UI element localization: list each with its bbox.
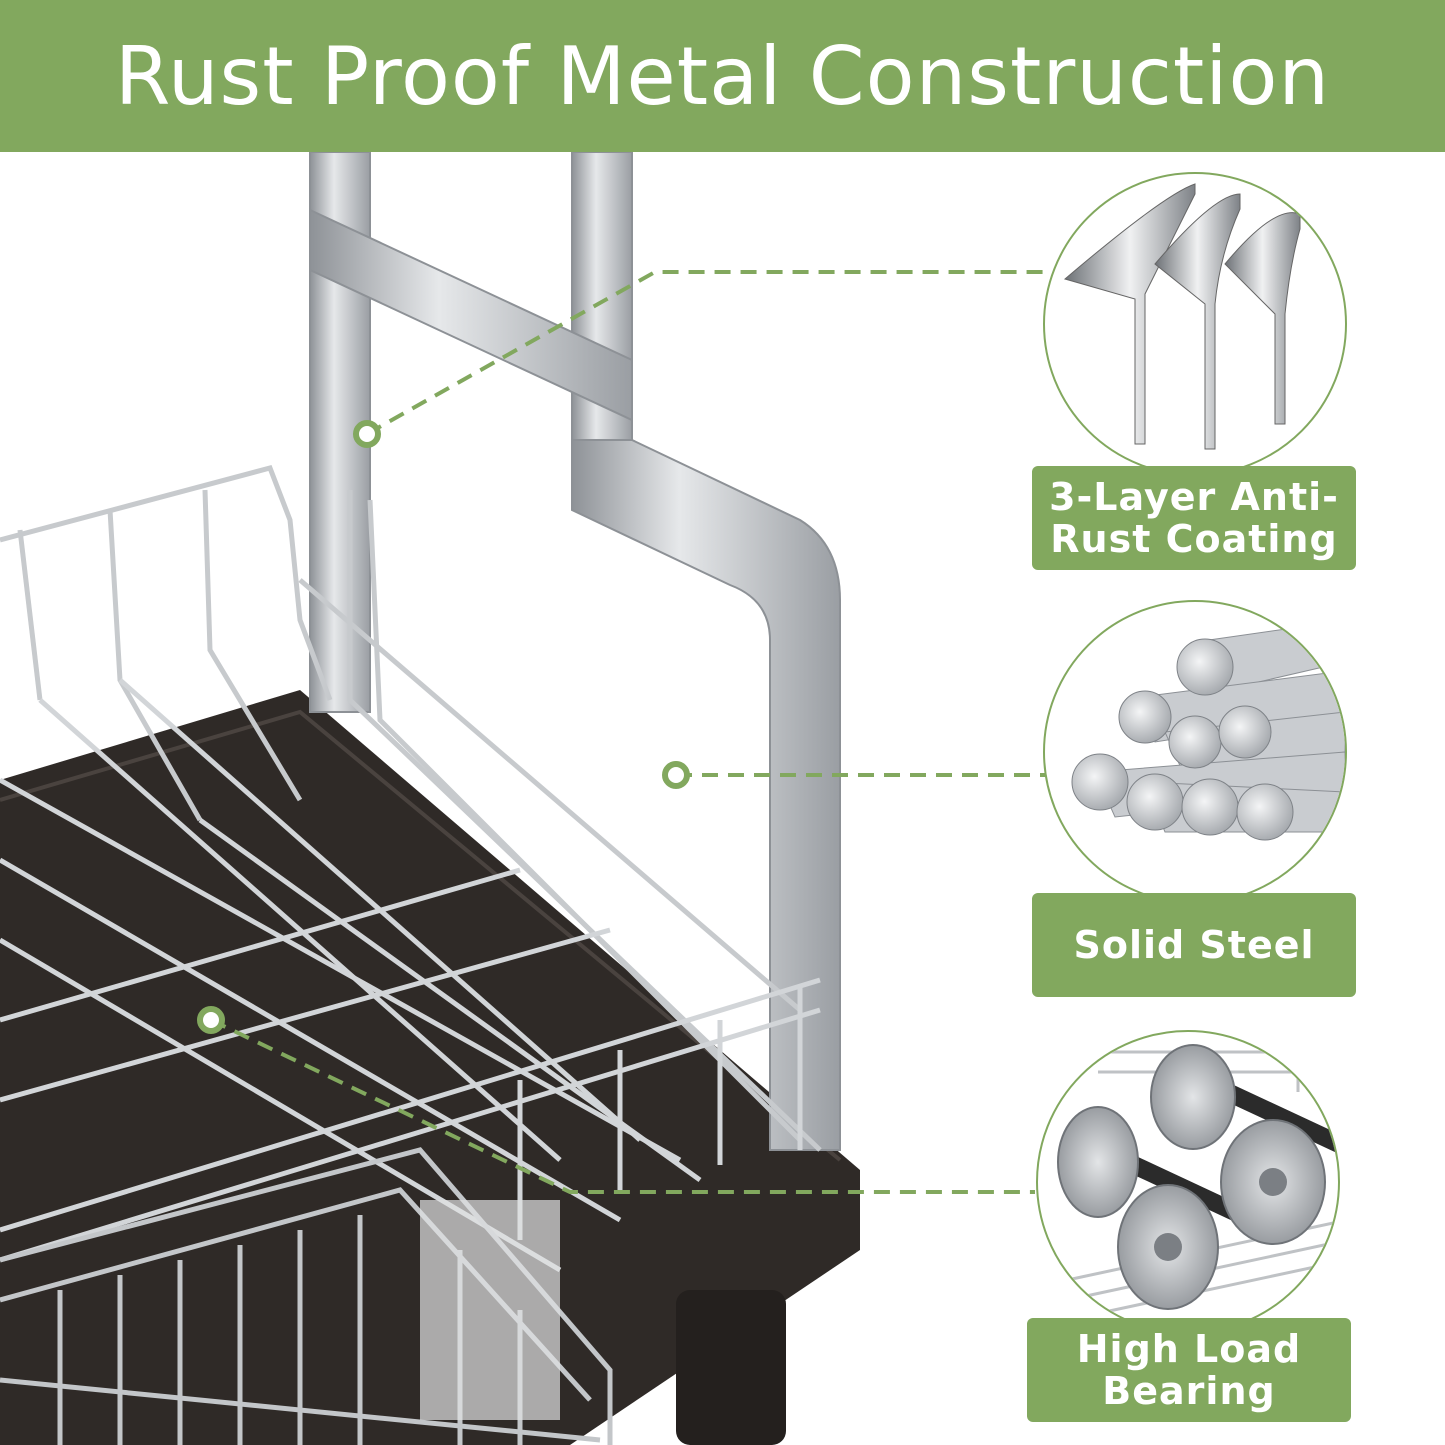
stainless-sheet-layers-image (1043, 172, 1347, 476)
steel-rods-bundle-image (1043, 600, 1347, 904)
feature-label-text: Solid Steel (1073, 923, 1315, 967)
dish-drying-rack-image (0, 152, 1045, 1445)
feature-label-load-bearing: High Load Bearing (1027, 1318, 1351, 1422)
header-banner: Rust Proof Metal Construction (0, 0, 1445, 152)
feature-label-solid-steel: Solid Steel (1032, 893, 1356, 997)
feature-label-text: 3-Layer Anti-Rust Coating (1049, 475, 1339, 561)
page-title: Rust Proof Metal Construction (114, 29, 1331, 123)
feature-label-anti-rust: 3-Layer Anti-Rust Coating (1032, 466, 1356, 570)
feature-label-text: High Load Bearing (1076, 1327, 1302, 1413)
dumbbells-on-rack-image (1036, 1030, 1340, 1334)
